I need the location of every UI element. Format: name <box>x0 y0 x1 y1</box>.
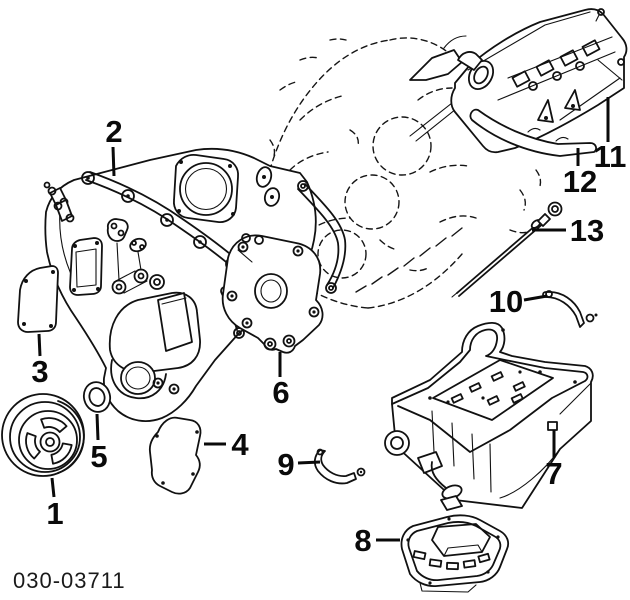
rear-timing-cover <box>43 147 347 422</box>
callout-9: 9 <box>277 447 321 482</box>
engine-block-phantom <box>255 35 542 309</box>
callout-8-label: 8 <box>354 523 371 558</box>
callout-1: 1 <box>46 477 64 531</box>
timing-cover-gasket-small <box>17 265 59 333</box>
callout-12: 12 <box>563 148 597 199</box>
callout-2: 2 <box>105 114 123 177</box>
callout-11: 11 <box>594 97 627 174</box>
callout-13-label: 13 <box>570 213 604 248</box>
crankshaft-front-seal <box>82 381 112 413</box>
callout-5-leader <box>95 413 100 441</box>
callouts: 1 2 3 4 5 6 7 8 <box>31 97 626 558</box>
callout-5: 5 <box>90 413 108 474</box>
callout-5-label: 5 <box>90 439 107 474</box>
callout-4: 4 <box>204 427 249 462</box>
crankshaft-pulley <box>1 393 85 477</box>
callout-11-label: 11 <box>594 139 627 174</box>
callout-4-label: 4 <box>231 427 249 462</box>
callout-10-leader <box>523 294 548 302</box>
lower-oil-pan <box>400 514 510 593</box>
callout-3-leader <box>37 333 42 357</box>
callout-12-label: 12 <box>563 164 597 199</box>
front-timing-cover <box>221 233 324 354</box>
callout-7: 7 <box>545 430 563 491</box>
callout-9-label: 9 <box>277 447 294 482</box>
oil-pan-side-seal-front <box>313 448 366 485</box>
callout-8: 8 <box>354 523 400 558</box>
valve-cover <box>450 8 628 154</box>
callout-6: 6 <box>272 352 290 410</box>
upper-oil-pan <box>384 321 594 511</box>
oil-dipstick <box>451 201 563 298</box>
callout-10-label: 10 <box>489 284 523 319</box>
front-cover-gasket <box>148 416 202 495</box>
callout-3: 3 <box>31 333 49 389</box>
valve-cover-gasket <box>469 108 597 157</box>
callout-2-leader <box>111 146 116 177</box>
callout-6-label: 6 <box>272 375 289 410</box>
figure-code: 030-03711 <box>13 568 126 593</box>
oil-pan-side-seal-rear <box>542 290 598 328</box>
callout-1-leader <box>50 477 56 498</box>
callout-9-leader <box>297 460 321 465</box>
callout-10: 10 <box>489 284 548 319</box>
callout-1-label: 1 <box>46 496 63 531</box>
callout-7-label: 7 <box>545 456 562 491</box>
callout-13: 13 <box>532 213 604 248</box>
callout-2-label: 2 <box>105 114 122 149</box>
callout-3-label: 3 <box>31 354 48 389</box>
